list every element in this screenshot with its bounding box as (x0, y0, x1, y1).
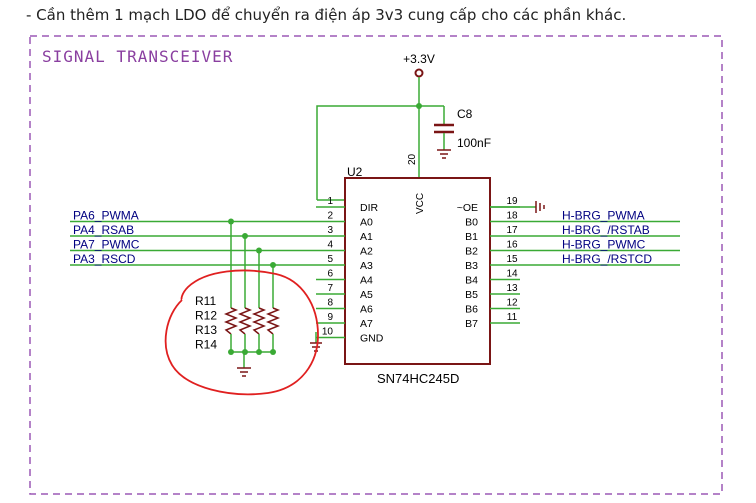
pin-name: B3 (465, 260, 478, 272)
net-label: H-BRG_/RSTCD (562, 252, 652, 266)
block-title: SIGNAL TRANSCEIVER (42, 47, 233, 66)
pin-number: 9 (327, 312, 333, 323)
pin-number: 1 (327, 196, 333, 207)
power-symbol (414, 68, 424, 106)
power-label: +3.3V (403, 52, 435, 66)
pin-number: 2 (327, 211, 333, 222)
pin-number: 14 (506, 269, 518, 280)
pulldown-resistors (223, 221, 281, 355)
net-label: PA3_RSCD (73, 252, 136, 266)
pin-name: A1 (360, 231, 373, 243)
pin-name: A6 (360, 304, 373, 316)
pin-name: A2 (360, 246, 373, 258)
net-label: H-BRG_/RSTAB (562, 223, 650, 237)
pin-name: B0 (465, 217, 478, 229)
net-label: PA7_PWMC (73, 238, 140, 252)
ic-vcc-label: VCC (415, 193, 426, 214)
pin-name: B2 (465, 246, 478, 258)
pin-number: 17 (506, 225, 518, 236)
net-label: H-BRG_PWMC (562, 238, 646, 252)
net-label: H-BRG_PWMA (562, 209, 645, 223)
pin-name: B5 (465, 289, 478, 301)
pin-number: 11 (507, 312, 518, 323)
pin-number: 16 (506, 240, 518, 251)
pin-number: 12 (506, 298, 518, 309)
pin-name: A0 (360, 217, 373, 229)
capacitor-ref: C8 (457, 107, 473, 121)
resistor-gnd-symbol (237, 352, 251, 377)
resistor-body (265, 307, 281, 335)
ic-body (344, 177, 491, 365)
ic-part: SN74HC245D (377, 371, 459, 386)
pin-name: B1 (465, 231, 478, 243)
capacitor-value: 100nF (457, 136, 491, 150)
ic-ref: U2 (347, 165, 363, 179)
net-label: PA6_PWMA (73, 209, 139, 223)
resistor-ref: R13 (195, 323, 217, 337)
ic-vcc-pin: 20 (407, 153, 418, 165)
pin-number: 18 (506, 211, 518, 222)
pin-number: 5 (327, 254, 333, 265)
pin-number: 15 (506, 254, 518, 265)
resistor-body (223, 307, 239, 335)
vcc-rail (316, 105, 444, 200)
pin-name: A4 (360, 275, 373, 287)
resistor-ref: R11 (195, 294, 216, 308)
pin-number: 19 (506, 196, 518, 207)
oe-gnd-symbol (490, 201, 545, 213)
resistor-ref: R14 (195, 338, 217, 352)
pin-number: 4 (327, 240, 333, 251)
right-nets: H-BRG_PWMAH-BRG_/RSTABH-BRG_PWMCH-BRG_/R… (520, 209, 680, 266)
pin-name: B7 (465, 318, 478, 330)
pin-name: A3 (360, 260, 373, 272)
resistor-body (237, 307, 253, 335)
pin-number: 7 (327, 283, 333, 294)
pin-number: 8 (327, 298, 333, 309)
capacitor-c8 (434, 106, 454, 159)
note-text: - Cần thêm 1 mạch LDO để chuyển ra điện … (26, 6, 627, 24)
pin-name: DIR (360, 202, 379, 214)
resistor-body (251, 307, 267, 335)
net-label: PA4_RSAB (73, 223, 134, 237)
pin-name: B6 (465, 304, 478, 316)
pin-name: GND (360, 333, 384, 345)
annotation-circle (164, 269, 319, 396)
pin-name: A7 (360, 318, 373, 330)
resistor-ref: R12 (195, 309, 217, 323)
pin-name: ~OE (457, 202, 478, 214)
pin-name: B4 (465, 275, 478, 287)
pin-number: 13 (506, 283, 518, 294)
pin-number: 6 (327, 269, 333, 280)
pin-number: 10 (322, 327, 334, 338)
block-frame (29, 35, 723, 495)
pin-name: A5 (360, 289, 373, 301)
pin-number: 3 (327, 225, 333, 236)
